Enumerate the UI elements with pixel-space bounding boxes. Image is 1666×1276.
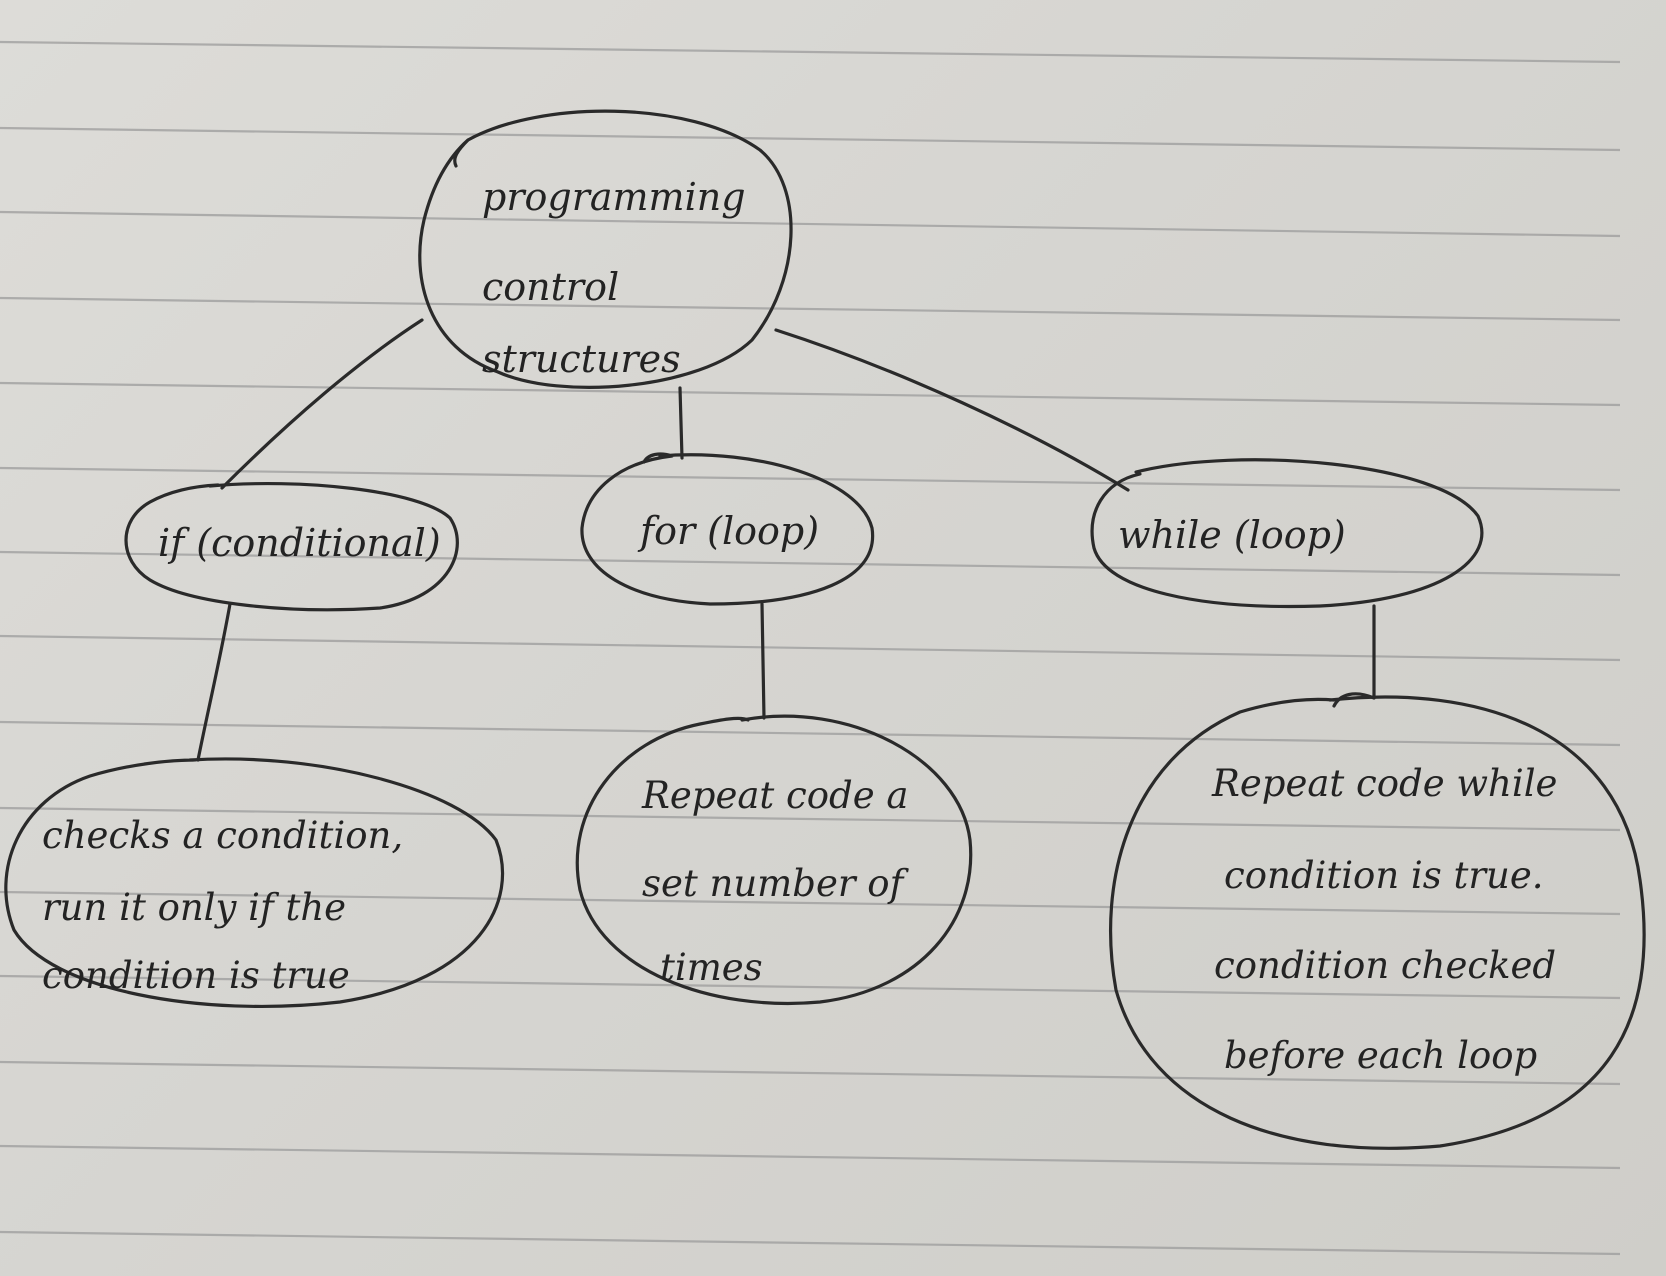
- if-detail-node: checks a condition, run it only if the c…: [4, 757, 505, 1009]
- if-ellipse: [124, 481, 459, 612]
- while-ellipse: [1090, 458, 1484, 609]
- ruled-line: [0, 126, 1621, 152]
- if-node: if (conditional): [124, 481, 459, 612]
- if-label: if (conditional): [158, 521, 441, 565]
- connector-root-for: [678, 386, 684, 460]
- root-ellipse: [418, 109, 793, 389]
- for-detail-line: times: [660, 946, 763, 989]
- connector-for-detail: [760, 602, 766, 720]
- if-detail-ellipse: [4, 757, 505, 1009]
- while-detail-line: condition is true.: [1224, 854, 1544, 897]
- while-detail-line: before each loop: [1224, 1034, 1537, 1077]
- ruled-line: [0, 720, 1621, 747]
- ruled-line: [0, 210, 1621, 238]
- if-detail-line: run it only if the: [42, 886, 346, 929]
- if-detail-line: condition is true: [42, 954, 350, 997]
- ruled-line: [0, 40, 1621, 64]
- while-detail-line: condition checked: [1214, 944, 1556, 987]
- root-label-line: structures: [482, 337, 681, 381]
- for-node: for (loop): [580, 452, 875, 606]
- while-detail-node: Repeat code while condition is true. con…: [1109, 695, 1646, 1150]
- ruled-line: [0, 974, 1621, 1000]
- for-detail-node: Repeat code a set number of times: [575, 714, 973, 1006]
- root-label-line: control: [482, 265, 619, 309]
- for-detail-line: set number of: [642, 862, 910, 905]
- root-label-line: programming: [482, 175, 746, 219]
- connector-root-if: [220, 318, 424, 490]
- while-label: while (loop): [1118, 513, 1346, 557]
- connector-while-detail: [1332, 604, 1376, 708]
- while-detail-line: Repeat code while: [1211, 762, 1557, 805]
- ruled-line: [0, 1144, 1621, 1170]
- ruled-line: [0, 381, 1621, 407]
- ruled-line: [0, 890, 1621, 916]
- ruled-line: [0, 550, 1621, 577]
- while-detail-ellipse: [1109, 695, 1646, 1150]
- if-detail-line: checks a condition,: [42, 814, 403, 857]
- ruled-line: [0, 634, 1621, 662]
- for-ellipse: [580, 452, 875, 606]
- ruled-line: [0, 806, 1621, 832]
- ruled-line: [0, 1230, 1621, 1256]
- for-detail-ellipse: [575, 714, 973, 1006]
- ruled-line: [0, 466, 1621, 492]
- for-label: for (loop): [637, 509, 819, 553]
- while-node: while (loop): [1090, 458, 1484, 609]
- connector-if-detail: [196, 602, 232, 762]
- connector-root-while: [774, 328, 1130, 492]
- ruled-line: [0, 1060, 1621, 1086]
- for-detail-line: Repeat code a: [641, 774, 908, 817]
- ruled-line: [0, 296, 1621, 322]
- root-node: programming control structures: [418, 109, 793, 389]
